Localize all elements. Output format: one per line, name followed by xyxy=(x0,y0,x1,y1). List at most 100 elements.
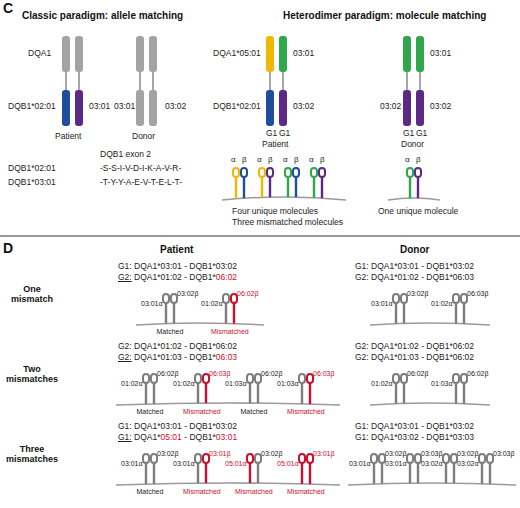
protein-chain xyxy=(455,302,457,323)
genotype-line: G2:DQA1*01:02 - DQB1*06:02 xyxy=(118,273,237,283)
chain-letter: β xyxy=(294,155,299,164)
chain-head xyxy=(293,168,299,177)
protein-chain xyxy=(463,302,465,324)
allele-chain-label: 01:02α xyxy=(121,380,143,388)
row-label: Three mismatches xyxy=(4,444,60,465)
allele-chain-label: 01:02α xyxy=(431,300,453,308)
chain-head xyxy=(241,168,247,177)
protein-chain xyxy=(417,176,419,198)
genotype-text: - DQB1* xyxy=(184,432,216,442)
column-heading: Patient xyxy=(160,244,193,256)
chain-head xyxy=(453,294,459,303)
chain-letter: α xyxy=(283,155,288,164)
cell-membrane xyxy=(116,483,340,485)
sequence-heading: DQB1 exon 2 xyxy=(100,150,151,160)
chain-head xyxy=(401,294,407,303)
allele-name: DQB1*02:01 xyxy=(8,164,56,174)
protein-chain xyxy=(165,302,167,324)
chain-letter: α xyxy=(309,155,314,164)
chromosome-segment xyxy=(403,36,411,72)
genotype-line: G2: DQA1*01:02 - DQB1*06:02 xyxy=(355,342,474,352)
cell-membrane xyxy=(388,198,440,200)
protein-chain xyxy=(249,382,251,403)
allele-chain-label: 05:01α xyxy=(277,460,299,468)
allele-name: 03:02 xyxy=(380,102,401,112)
genotype-text: 06:02 xyxy=(216,272,237,282)
chain-head xyxy=(407,454,413,463)
allele-chain-label: 01:02α xyxy=(371,380,393,388)
genotype-text: 03:01 xyxy=(216,432,237,442)
chain-head xyxy=(307,454,313,463)
protein-chain xyxy=(269,176,271,197)
chromosome-segment xyxy=(416,90,424,126)
allele-name: 03:01 xyxy=(293,49,314,59)
chromosome-link xyxy=(282,72,284,90)
match-status: Mismatched xyxy=(235,488,273,496)
protein-chain xyxy=(395,302,397,324)
chain-head xyxy=(299,374,305,383)
chain-head xyxy=(307,374,313,383)
chain-head xyxy=(151,454,157,463)
genotype-line: G1: DQA1*03:01 - DQB1*03:02 xyxy=(355,422,474,432)
allele-chain-label: 03:03β xyxy=(421,450,443,458)
protein-chain xyxy=(381,462,383,484)
chain-letter: β xyxy=(320,155,325,164)
match-status: Mismatched xyxy=(183,488,221,496)
chain-letter: α xyxy=(231,155,236,164)
chain-head xyxy=(319,168,325,177)
protein-chain xyxy=(309,462,311,484)
panel-letter: C xyxy=(3,0,13,16)
protein-chain xyxy=(197,382,199,403)
protein-chain xyxy=(453,462,455,483)
genotype-text: G2: DQA1*01:02 - DQB1*06:02 xyxy=(118,341,237,351)
chain-head xyxy=(401,374,407,383)
genotype-text: G1: DQA1*03:01 - DQB1*03:02 xyxy=(118,421,237,431)
protein-chain xyxy=(489,462,491,484)
chain-letter: β xyxy=(416,155,421,164)
chain-head xyxy=(393,374,399,383)
genotype-line: G2:DQA1*01:03 - DQB1*06:03 xyxy=(118,353,237,363)
column-heading: Donor xyxy=(400,244,429,256)
chain-head xyxy=(143,374,149,383)
chain-head xyxy=(487,454,493,463)
genotype-text: G1: DQA1*03:02 - DQB1*03:03 xyxy=(355,432,474,442)
chromosome-segment xyxy=(62,36,70,72)
genotype-line: G1: DQA1*03:02 - DQB1*03:03 xyxy=(355,433,474,443)
allele-chain-label: 01:03α xyxy=(431,380,453,388)
chromosome-segment xyxy=(149,90,157,126)
cell-membrane xyxy=(222,197,346,200)
allele-chain-label: 06:02β xyxy=(237,290,259,298)
chain-head xyxy=(143,454,149,463)
allele-chain-label: 06:03β xyxy=(467,290,489,298)
subject-label: Donor xyxy=(401,140,424,150)
genotype-text: G1: xyxy=(118,432,132,442)
protein-chain xyxy=(301,462,303,484)
allele-chain-label: 06:02β xyxy=(467,370,489,378)
protein-chain xyxy=(249,462,251,483)
genotype-text: DQA1* xyxy=(134,432,160,442)
allele-name: DQB1*02:01 xyxy=(8,102,56,112)
genotype-line: G1: DQA1*03:01 - DQB1*03:02 xyxy=(118,262,237,272)
match-status: Mismatched xyxy=(287,488,325,496)
caption-note: Four unique molecules xyxy=(232,207,318,217)
chain-letter: α xyxy=(405,155,410,164)
protein-chain xyxy=(145,462,147,484)
allele-chain-label: 03:01β xyxy=(209,450,231,458)
subject-label: Patient xyxy=(55,132,81,142)
allele-chain-label: 01:03α xyxy=(277,380,299,388)
chain-head xyxy=(451,454,457,463)
chain-head xyxy=(311,168,317,177)
chromosome-link xyxy=(139,72,141,90)
chain-letter: β xyxy=(242,155,247,164)
allele-name: 03:01 xyxy=(89,102,110,112)
chain-head xyxy=(255,454,261,463)
allele-name: 03:01 xyxy=(430,49,451,59)
chain-head xyxy=(259,168,265,177)
protein-chain xyxy=(403,302,405,323)
chain-head xyxy=(247,374,253,383)
cell-membrane xyxy=(370,323,490,325)
match-status: Mismatched xyxy=(211,328,249,336)
chain-head xyxy=(223,294,229,303)
